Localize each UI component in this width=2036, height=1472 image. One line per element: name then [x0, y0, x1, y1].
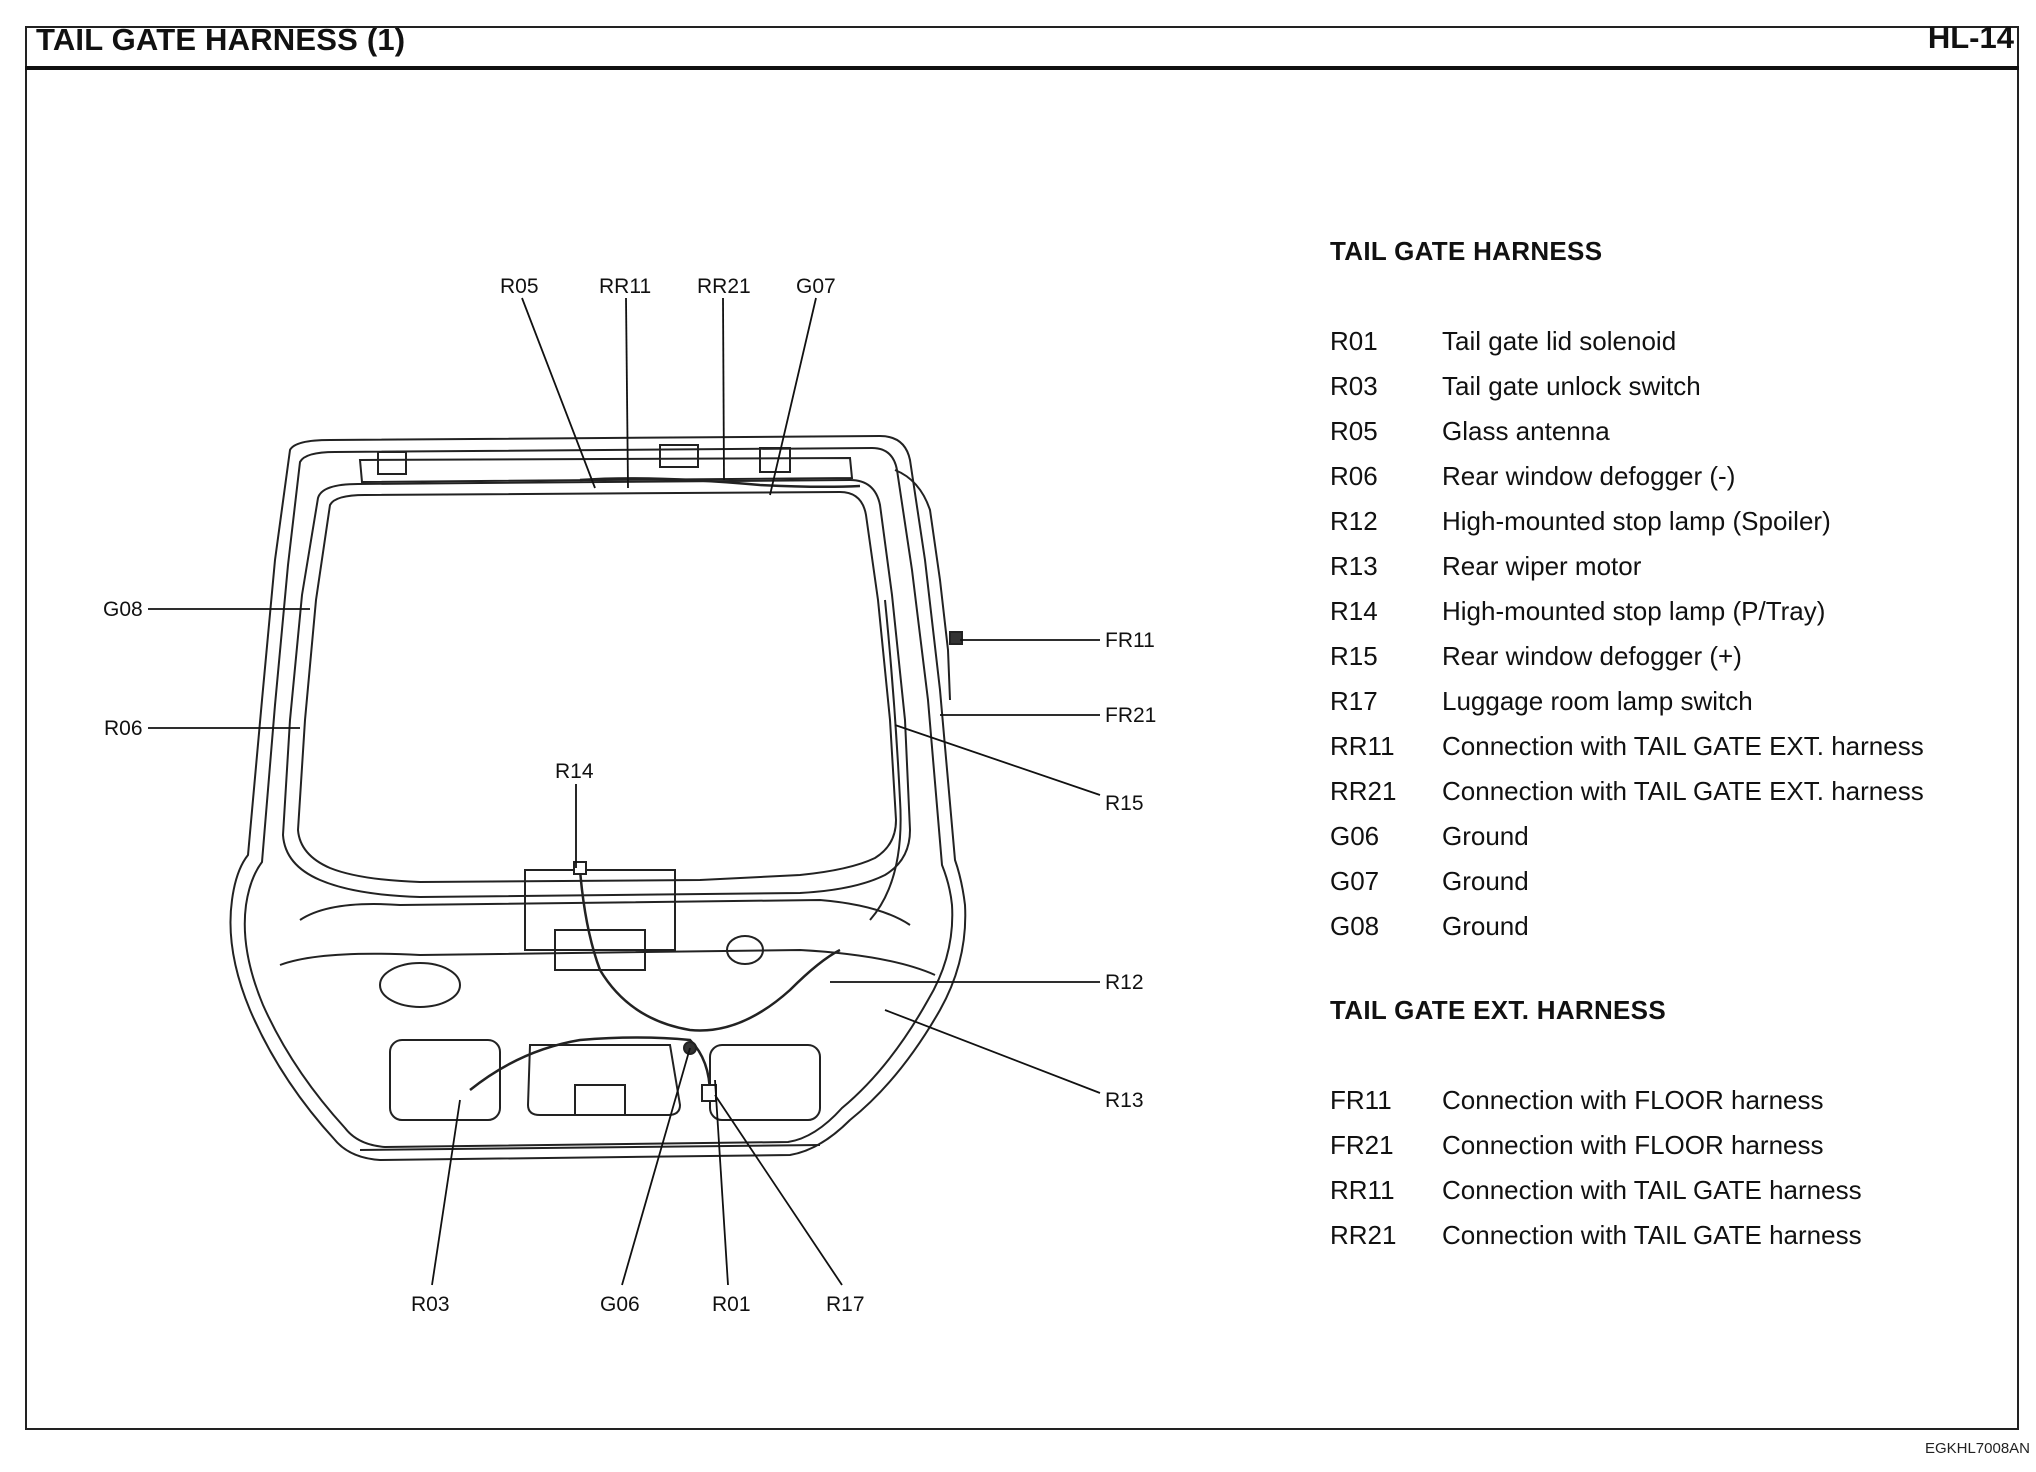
legend-code: R01: [1330, 326, 1378, 356]
page-frame: [25, 26, 2019, 1430]
legend-desc: Connection with TAIL GATE harness: [1442, 1220, 1862, 1250]
legend-code: G06: [1330, 821, 1380, 851]
legend-code: R14: [1330, 596, 1378, 626]
legend-code: G08: [1330, 911, 1380, 941]
page-title: TAIL GATE HARNESS (1): [36, 22, 406, 57]
bottom-edge-detail: [359, 1144, 821, 1151]
leader-g07: [769, 297, 817, 496]
window-frame-edge: [281, 478, 912, 899]
legend-code: RR21: [1330, 1220, 1397, 1250]
leader-lines: [148, 297, 1101, 1286]
tailgate-outer-contour: [229, 434, 967, 1162]
legend-code: RR11: [1330, 731, 1395, 761]
left-pocket: [389, 1039, 501, 1121]
top-bracket-2: [659, 444, 699, 468]
figure-code: EGKHL7008AN: [1924, 1440, 2030, 1457]
top-bracket-3: [759, 447, 791, 473]
window-opening: [296, 490, 898, 884]
leader-rr21: [722, 297, 725, 481]
legend-code: R05: [1330, 416, 1378, 446]
label-r17: R17: [826, 1293, 865, 1316]
legend-desc: High-mounted stop lamp (P/Tray): [1442, 596, 1826, 626]
right-pocket: [709, 1044, 821, 1121]
label-fr11: FR11: [1105, 629, 1155, 652]
leader-r05: [521, 297, 596, 489]
legend-title-tail-gate-ext: TAIL GATE EXT. HARNESS: [1330, 995, 1666, 1025]
ext-harness-wire: [894, 469, 951, 701]
leader-r17: [714, 1094, 843, 1286]
center-latch: [574, 1084, 626, 1116]
harness-wire-lower: [469, 1036, 712, 1096]
harness-wire-top: [579, 477, 861, 489]
legend-desc: Connection with TAIL GATE EXT. harness: [1442, 731, 1924, 761]
label-rr11: RR11: [599, 275, 651, 298]
label-r06: R06: [104, 717, 143, 740]
tailgate-inner-contour: [243, 446, 954, 1149]
legend-desc: Rear window defogger (-): [1442, 461, 1736, 491]
legend-desc: Ground: [1442, 866, 1529, 896]
label-r01: R01: [712, 1293, 751, 1316]
plate-mount-upper: [524, 869, 676, 951]
legend-code: RR11: [1330, 1175, 1395, 1205]
label-r14: R14: [555, 760, 594, 783]
legend-desc: Connection with TAIL GATE EXT. harness: [1442, 776, 1924, 806]
lower-inner-rail: [279, 948, 936, 976]
leader-r13: [884, 1009, 1101, 1094]
label-r03: R03: [411, 1293, 450, 1316]
legend-desc: High-mounted stop lamp (Spoiler): [1442, 506, 1831, 536]
legend-desc: Glass antenna: [1442, 416, 1610, 446]
leader-r03: [431, 1099, 461, 1286]
r14-connector: [573, 861, 587, 875]
legend-code: RR21: [1330, 776, 1397, 806]
label-g08: G08: [103, 598, 143, 621]
legend-desc: Connection with TAIL GATE harness: [1442, 1175, 1862, 1205]
legend-code: R15: [1330, 641, 1378, 671]
legend-desc: Ground: [1442, 911, 1529, 941]
label-r05: R05: [500, 275, 539, 298]
legend-code: R13: [1330, 551, 1378, 581]
leader-g06: [621, 1047, 691, 1286]
legend-desc: Connection with FLOOR harness: [1442, 1085, 1824, 1115]
legend-code: R12: [1330, 506, 1378, 536]
lower-cross-member: [299, 898, 911, 926]
label-g07: G07: [796, 275, 836, 298]
r17-connector: [701, 1084, 717, 1102]
legend-code: R06: [1330, 461, 1378, 491]
callout-labels: R05 RR11 RR21 G07 G08 R06 R14 FR11 FR21 …: [103, 275, 1156, 1316]
label-fr21: FR21: [1105, 704, 1156, 727]
center-handle-recess: [526, 1044, 682, 1116]
top-bracket-1: [377, 451, 407, 475]
leader-r15: [894, 724, 1101, 796]
legend-desc: Connection with FLOOR harness: [1442, 1130, 1824, 1160]
leader-rr11: [625, 297, 629, 489]
harness-wire-right: [869, 599, 902, 921]
legend-code: FR21: [1330, 1130, 1394, 1160]
fr11-connector: [949, 631, 963, 645]
legend-code: R03: [1330, 371, 1378, 401]
label-g06: G06: [600, 1293, 640, 1316]
label-r12: R12: [1105, 971, 1144, 994]
legend-code: FR11: [1330, 1085, 1392, 1115]
legend-desc: Rear wiper motor: [1442, 551, 1642, 581]
harness-wire-main: [578, 869, 841, 1032]
legend-desc: Ground: [1442, 821, 1529, 851]
title-rule: [25, 66, 2019, 70]
legend-desc: Tail gate lid solenoid: [1442, 326, 1677, 356]
legend-desc: Tail gate unlock switch: [1442, 371, 1701, 401]
page-code: HL-14: [1927, 20, 2014, 55]
label-r13: R13: [1105, 1089, 1144, 1112]
legend-desc: Luggage room lamp switch: [1442, 686, 1753, 716]
top-hinge-band: [358, 456, 854, 484]
legend-desc: Rear window defogger (+): [1442, 641, 1742, 671]
legend-title-tail-gate: TAIL GATE HARNESS: [1330, 236, 1603, 266]
lower-left-hole: [379, 962, 461, 1008]
leader-r01: [714, 1079, 729, 1286]
legend-code: G07: [1330, 866, 1380, 896]
label-rr21: RR21: [697, 275, 751, 298]
label-r15: R15: [1105, 792, 1144, 815]
tailgate-drawing: [229, 434, 967, 1162]
lower-right-hole: [726, 935, 764, 965]
legend-code: R17: [1330, 686, 1378, 716]
